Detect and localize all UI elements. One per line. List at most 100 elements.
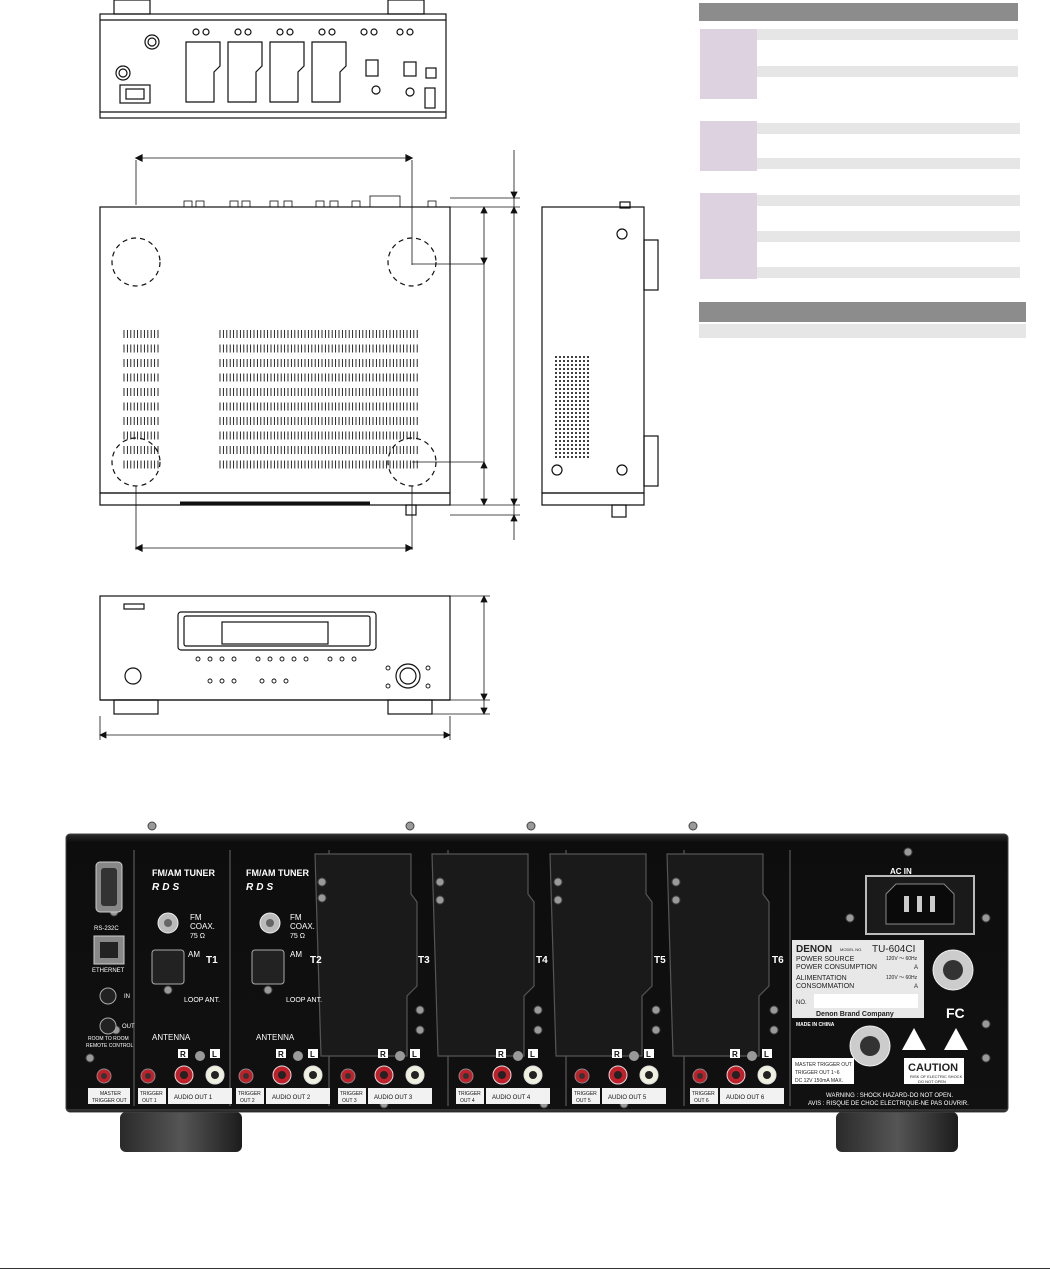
master-trigger-box-line3: DC 12V 150mA MAX. xyxy=(795,1078,843,1084)
master-trigger-chip xyxy=(88,1088,130,1104)
screw xyxy=(533,1005,543,1015)
top-view-vents xyxy=(123,330,418,469)
trigger-out-jack-center xyxy=(345,1073,351,1079)
screw xyxy=(651,1025,661,1035)
screw xyxy=(85,1053,95,1063)
screw xyxy=(981,1019,991,1029)
trigger-out-jack-center xyxy=(463,1073,469,1079)
spec-header-bar-2 xyxy=(699,302,1026,322)
top-view xyxy=(99,154,484,552)
trigger-out-label-1: TRIGGER xyxy=(340,1091,363,1097)
rating-model-no-label: MODEL NO. xyxy=(840,947,862,952)
audio-out-label: AUDIO OUT 2 xyxy=(272,1095,311,1101)
master-trigger-box xyxy=(792,1058,854,1084)
rating-power-source: POWER SOURCE xyxy=(796,956,855,963)
slot-label-t3: T3 xyxy=(418,955,430,966)
screw xyxy=(671,877,681,887)
am-terminal-1 xyxy=(151,949,185,985)
screw xyxy=(163,985,173,995)
audio-out-l-jack-center xyxy=(309,1071,317,1079)
slot-label-t4: T4 xyxy=(536,955,548,966)
rating-alimentation: ALIMENTATION xyxy=(796,975,847,982)
trigger-out-label-2: OUT 4 xyxy=(460,1098,475,1104)
fcc-logo: FC xyxy=(946,1005,965,1021)
channel-l-label: L xyxy=(764,1050,769,1059)
audio-out-r-jack-center xyxy=(614,1071,622,1079)
audio-out-l-jack-center xyxy=(763,1071,771,1079)
master-trigger-box-line1: MASTER TRIGGER OUT xyxy=(795,1062,852,1068)
screw xyxy=(415,1025,425,1035)
audio-out-r-jack-center xyxy=(180,1071,188,1079)
bottom-rule xyxy=(0,1268,1050,1269)
trigger-out-chip xyxy=(456,1088,484,1104)
audio-out-label: AUDIO OUT 3 xyxy=(374,1095,413,1101)
trigger-out-label-1: TRIGGER xyxy=(140,1091,163,1097)
channel-r-chip xyxy=(276,1049,286,1058)
master-trigger-box-line2: TRIGGER OUT 1~6 xyxy=(795,1070,840,1076)
screw xyxy=(533,1025,543,1035)
screw xyxy=(553,877,563,887)
screw xyxy=(671,895,681,905)
screw xyxy=(415,1005,425,1015)
audio-out-l-jack-center xyxy=(211,1071,219,1079)
audio-out-r-jack-center xyxy=(498,1071,506,1079)
antenna-label-2: ANTENNA xyxy=(256,1033,295,1042)
loop-label-2: LOOP ANT. xyxy=(286,997,322,1004)
screw xyxy=(435,877,445,887)
audio-out-label: AUDIO OUT 6 xyxy=(726,1095,765,1101)
spec-row xyxy=(757,195,1020,206)
blank-slot-plate xyxy=(549,853,653,1057)
trigger-out-label-2: OUT 5 xyxy=(576,1098,591,1104)
audio-ground-screw xyxy=(395,1051,405,1061)
screw xyxy=(981,913,991,923)
made-in-label: MADE IN CHINA xyxy=(796,1022,835,1028)
screw xyxy=(845,913,855,923)
trigger-out-label-2: OUT 6 xyxy=(694,1098,709,1104)
fm-label-1: FM xyxy=(190,913,202,922)
audio-out-chip xyxy=(266,1088,330,1104)
chassis xyxy=(65,833,1009,1113)
channel-l-chip xyxy=(410,1049,420,1058)
audio-out-l-jack-center xyxy=(411,1071,419,1079)
slot-label-t1: T1 xyxy=(206,955,218,966)
audio-ground-screw xyxy=(195,1051,205,1061)
audio-out-r-jack-center xyxy=(732,1071,740,1079)
warning-text: WARNING : SHOCK HAZARD-DO NOT OPEN. xyxy=(826,1093,953,1099)
audio-out-l-jack-center xyxy=(645,1071,653,1079)
slot-label-t5: T5 xyxy=(654,955,666,966)
channel-r-label: R xyxy=(614,1050,620,1059)
spec-row xyxy=(757,231,1020,242)
remote-out-jack xyxy=(99,1017,117,1035)
exclamation-warning-icon xyxy=(944,1028,968,1050)
spec-row xyxy=(757,158,1020,169)
master-trigger-jack-center xyxy=(101,1073,107,1079)
channel-r-label: R xyxy=(732,1050,738,1059)
trigger-out-label-1: TRIGGER xyxy=(574,1091,597,1097)
audio-ground-screw xyxy=(513,1051,523,1061)
am-terminal-2 xyxy=(251,949,285,985)
audio-out-r-jack-center xyxy=(380,1071,388,1079)
shock-warning-icon xyxy=(902,1028,926,1050)
rs232c-label: RS-232C xyxy=(94,926,119,932)
trigger-out-label-2: OUT 3 xyxy=(342,1098,357,1104)
audio-out-label: AUDIO OUT 5 xyxy=(608,1095,647,1101)
screw xyxy=(981,1053,991,1063)
front-view xyxy=(99,595,451,715)
trigger-out-label-2: OUT 2 xyxy=(240,1098,255,1104)
rear-outline-view xyxy=(99,0,447,119)
ethernet-label: ETHERNET xyxy=(92,968,125,974)
audio-out-chip xyxy=(168,1088,232,1104)
trigger-out-label-2: OUT 1 xyxy=(142,1098,157,1104)
audio-ground-screw xyxy=(747,1051,757,1061)
channel-r-label: R xyxy=(278,1050,284,1059)
fm-label-2: FM xyxy=(290,913,302,922)
screw xyxy=(147,821,157,831)
spec-category-cell-2 xyxy=(700,121,757,171)
blank-slot-plate xyxy=(666,853,770,1057)
screw xyxy=(526,821,536,831)
caution-line1: RISK OF ELECTRIC SHOCK xyxy=(910,1074,963,1079)
screw xyxy=(263,985,273,995)
trigger-out-jack-center xyxy=(579,1073,585,1079)
rating-model: TU-604CI xyxy=(872,944,915,955)
trigger-out-chip xyxy=(338,1088,366,1104)
